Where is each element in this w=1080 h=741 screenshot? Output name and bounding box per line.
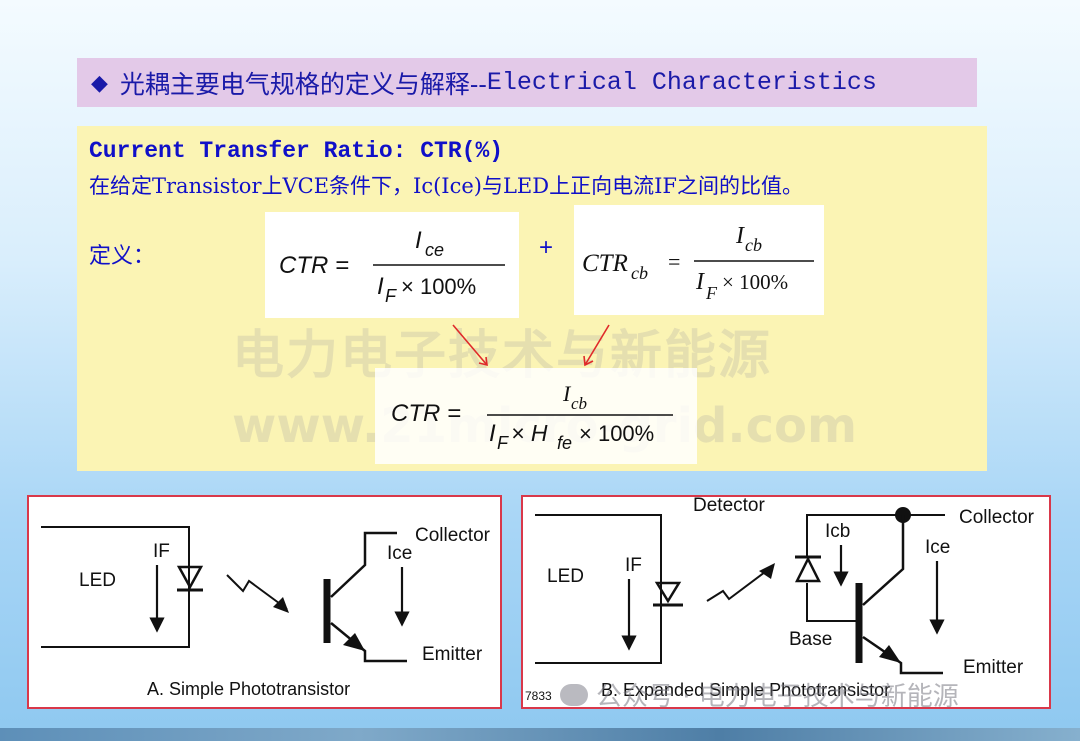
eq3-den-hfe-sub: fe (557, 433, 572, 453)
title-chinese: 光耦主要电气规格的定义与解释-- (119, 69, 487, 99)
wechat-watermark: 公众号 · 电力电子技术与新能源 (560, 676, 959, 713)
led-label-b: LED (547, 566, 584, 587)
collector-wire (330, 531, 397, 598)
light-arrow-head-icon (273, 597, 289, 613)
base-label: Base (789, 629, 832, 650)
diamond-bullet-icon: ◆ (91, 69, 108, 95)
caption-a: A. Simple Phototransistor (147, 679, 350, 699)
converging-arrows (452, 324, 610, 367)
figure-code: 7833 (525, 689, 552, 703)
eq2-den-sub: F (705, 283, 718, 303)
equation-ctr-hfe: CTR = I cb I F × H fe × 100% (375, 368, 697, 464)
eq3-den-i: I (489, 420, 496, 447)
wechat-logo-icon (560, 683, 588, 706)
arrow-right-line (584, 324, 610, 366)
collector-label-b: Collector (959, 507, 1035, 528)
eq1-den-sub: F (385, 286, 397, 306)
base-wire (806, 583, 859, 622)
eq1-lhs: CTR = (279, 252, 349, 279)
led-loop-wire-b (535, 514, 662, 664)
emitter-arrow-icon (343, 633, 365, 651)
if-label-b: IF (625, 555, 642, 576)
emitter-wire (330, 622, 407, 663)
ctr-description: 在给定Transistor上VCE条件下，Ic(Ice)与LED上正向电流IF之… (89, 174, 803, 198)
detector-diode-icon (794, 556, 822, 583)
arrow-left-head-icon (478, 356, 488, 367)
collector-label: Collector (415, 525, 491, 546)
eq3-lhs: CTR = (391, 400, 461, 427)
eq3-numerator-sub: cb (571, 394, 587, 413)
transistor-collector-wire (862, 515, 905, 606)
ctr-heading: Current Transfer Ratio: CTR(%) (89, 138, 504, 164)
bottom-decoration-strip (0, 728, 1080, 741)
icb-label: Icb (825, 521, 850, 542)
light-zigzag-icon-b (706, 568, 770, 602)
equation-ctr-formula: CTR = I ce I F × 100% (279, 227, 505, 306)
if-label: IF (153, 541, 170, 562)
eq3-numerator: I (562, 381, 572, 406)
eq2-lhs-sub: cb (631, 263, 648, 283)
title-english: Electrical Characteristics (486, 68, 877, 97)
led-diode-icon (176, 565, 204, 590)
ctr-definition-panel: 电力电子技术与新能源 www.21micro-grid.com Current … (77, 126, 987, 471)
circuit-b: Detector LED IF Base Icb Collector Ice E… (525, 495, 1035, 703)
circuit-a: LED IF Collector Ice Emitter A. Simple P… (41, 525, 491, 699)
light-arrow-head-icon-b (759, 563, 775, 579)
eq2-den-i: I (695, 269, 705, 295)
led-diode-icon-b (654, 581, 682, 604)
caption-b: B. Expanded Simple Phototransistor (601, 680, 890, 700)
ice-label: Ice (387, 543, 412, 564)
eq1-numerator: I (415, 227, 422, 254)
equation-ctr-hfe-formula: CTR = I cb I F × H fe × 100% (391, 381, 673, 453)
equation-ctr-cb: CTR cb = I cb I F × 100% (574, 205, 824, 315)
eq2-lhs: CTR (582, 250, 628, 277)
arrow-right-head-icon (583, 355, 594, 367)
definition-label: 定义： (89, 244, 156, 269)
eq3-den-rest: × 100% (579, 421, 654, 446)
equation-ctr: CTR = I ce I F × 100% (265, 212, 519, 318)
light-zigzag-icon (226, 574, 288, 610)
eq3-den-sub: F (497, 433, 509, 453)
plus-sign: + (539, 234, 554, 261)
eq1-numerator-sub: ce (425, 240, 444, 260)
wechat-watermark-text: 公众号 · 电力电子技术与新能源 (596, 682, 959, 712)
diagram-simple-phototransistor: LED IF Collector Ice Emitter A. Simple P… (27, 495, 502, 709)
emitter-arrow-icon-b (879, 645, 901, 663)
arrow-left-line (452, 324, 488, 366)
eq1-den-i: I (377, 273, 384, 300)
diagram-expanded-phototransistor: Detector LED IF Base Icb Collector Ice E… (521, 495, 1051, 709)
detector-label: Detector (693, 497, 765, 516)
slide-title: ◆ 光耦主要电气规格的定义与解释-- Electrical Characteri… (77, 58, 977, 107)
eq2-numerator: I (735, 223, 745, 249)
eq2-den-rest: × 100% (722, 270, 788, 294)
emitter-label: Emitter (422, 644, 483, 665)
emitter-label-b: Emitter (963, 657, 1024, 678)
eq2-equals: = (668, 249, 680, 274)
led-label: LED (79, 570, 116, 591)
equation-ctr-cb-formula: CTR cb = I cb I F × 100% (582, 223, 814, 303)
transistor-emitter-wire (862, 635, 943, 675)
eq2-numerator-sub: cb (745, 235, 762, 255)
ice-label-b: Ice (925, 537, 950, 558)
eq3-den-hfe: × H (511, 420, 548, 446)
eq1-den-rest: × 100% (401, 274, 476, 299)
detector-top-wire (806, 514, 903, 557)
